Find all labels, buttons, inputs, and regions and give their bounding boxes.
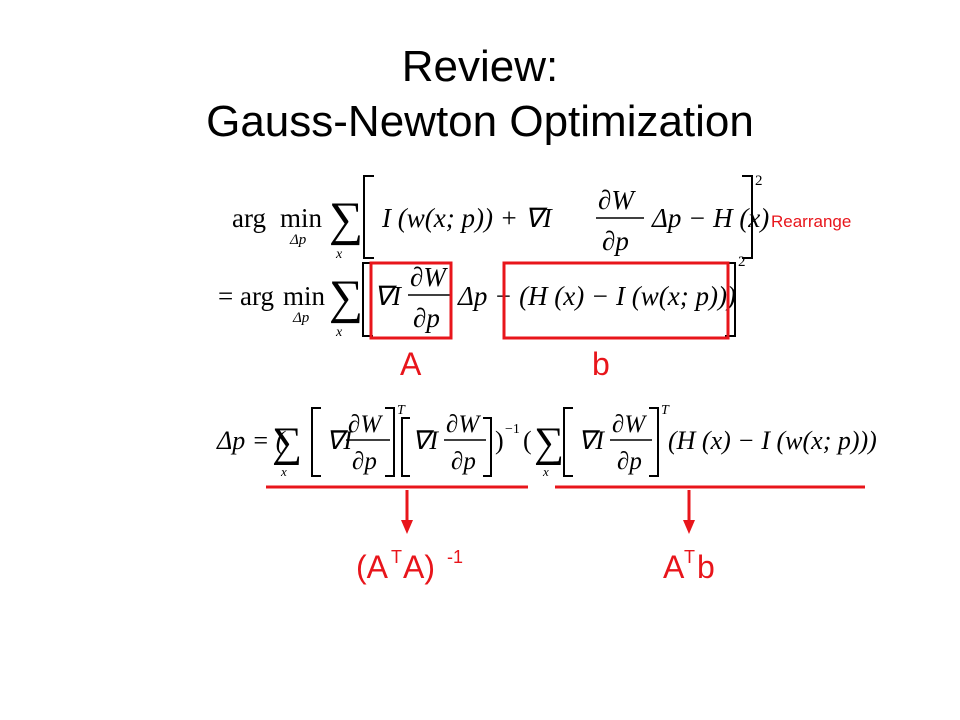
label-ATA-mid: A) [403, 549, 435, 585]
eq2-grad: ∇I [374, 281, 403, 311]
label-ATb-b: b [697, 549, 715, 585]
eq3-grad3: ∇I [578, 426, 605, 455]
label-b: b [592, 346, 610, 382]
eq3-bracket2-left [401, 417, 410, 477]
eq1-power: 2 [755, 173, 763, 189]
eq2-frac-den: ∂p [413, 303, 440, 333]
eq1-body-b: Δp − H (x) [651, 203, 769, 233]
equation-3: Δp = ( ∑ x ∇I ∂W ∂p T ∇I ∂W ∂p ) −1 ( ∑ … [216, 403, 877, 479]
label-ATA-T: T [391, 547, 402, 567]
label-ATb-T: T [684, 547, 695, 567]
eq2-frac-num: ∂W [410, 262, 448, 292]
eq3-open2: ( [523, 426, 532, 455]
eq3-frac-den2: ∂p [451, 448, 476, 475]
arrow-head-ATA [401, 520, 413, 534]
eq3-grad2: ∇I [412, 426, 439, 455]
label-ATA-exp: -1 [447, 547, 463, 567]
eq3-sigma-sub: x [280, 464, 287, 479]
eq1-frac-den: ∂p [602, 226, 629, 256]
eq2-bracket-left [362, 262, 373, 337]
eq3-frac-den1: ∂p [352, 448, 377, 475]
eq2-sigma: ∑ [329, 271, 363, 324]
eq3-T2: T [661, 403, 670, 418]
eq3-bracket3-right [649, 407, 659, 477]
arrow-head-ATb [683, 520, 695, 534]
eq3-sigma-sub2: x [542, 464, 549, 479]
eq3-frac-den3: ∂p [617, 448, 642, 475]
eq1-body-a: I (w(x; p)) + ∇I [381, 203, 554, 233]
eq3-tail: (H (x) − I (w(x; p))) [668, 426, 877, 455]
eq3-lhs: Δp = ( [216, 426, 286, 455]
highlight-box-A [369, 261, 453, 340]
eq3-bracket3-left [563, 407, 573, 477]
eq2-sub: Δp [292, 310, 310, 326]
eq1-sigma-sub: x [335, 247, 343, 262]
label-ATb-A: A [663, 549, 685, 585]
slide-title-line1: Review: [401, 42, 559, 91]
highlight-box-b [502, 261, 730, 340]
eq3-inv: −1 [505, 422, 520, 437]
eq1-frac-num: ∂W [598, 185, 636, 215]
eq3-bracket1-right [385, 407, 395, 477]
eq3-frac-num2: ∂W [446, 411, 481, 438]
eq1-sigma: ∑ [329, 193, 363, 246]
slide-title-line2: Gauss-Newton Optimization [206, 97, 754, 146]
eq1-bracket-right [742, 175, 753, 259]
eq3-bracket1-left [311, 407, 321, 477]
eq2-bracket-right [725, 262, 736, 337]
eq2-body-b: Δp − (H (x) − I (w(x; p))) [457, 281, 736, 311]
eq1-arg: arg [232, 203, 266, 233]
eq3-frac-num1: ∂W [348, 411, 383, 438]
eq2-min: min [283, 281, 326, 311]
label-ATA-open: (A [356, 549, 389, 585]
rearrange-label: Rearrange [771, 212, 851, 231]
eq3-bracket2-right [483, 417, 492, 477]
eq2-prefix: = arg [218, 281, 274, 311]
eq3-close-inv: ) [495, 426, 504, 455]
label-A: A [400, 346, 422, 382]
eq3-T1: T [397, 403, 406, 418]
eq3-sigma: ∑ [272, 420, 302, 466]
equation-2: = arg min Δp ∑ x ∇I ∂W ∂p Δp − (H (x) − … [218, 254, 746, 340]
equation-1: arg min Δp ∑ x I (w(x; p)) + ∇I ∂W ∂p Δp… [232, 173, 769, 262]
eq2-sigma-sub: x [335, 325, 343, 340]
eq1-sub: Δp [289, 232, 307, 248]
eq1-min: min [280, 203, 323, 233]
eq3-frac-num3: ∂W [612, 411, 647, 438]
eq2-power: 2 [738, 254, 746, 270]
eq1-bracket-left [363, 175, 374, 259]
eq3-sigma2: ∑ [534, 420, 564, 466]
